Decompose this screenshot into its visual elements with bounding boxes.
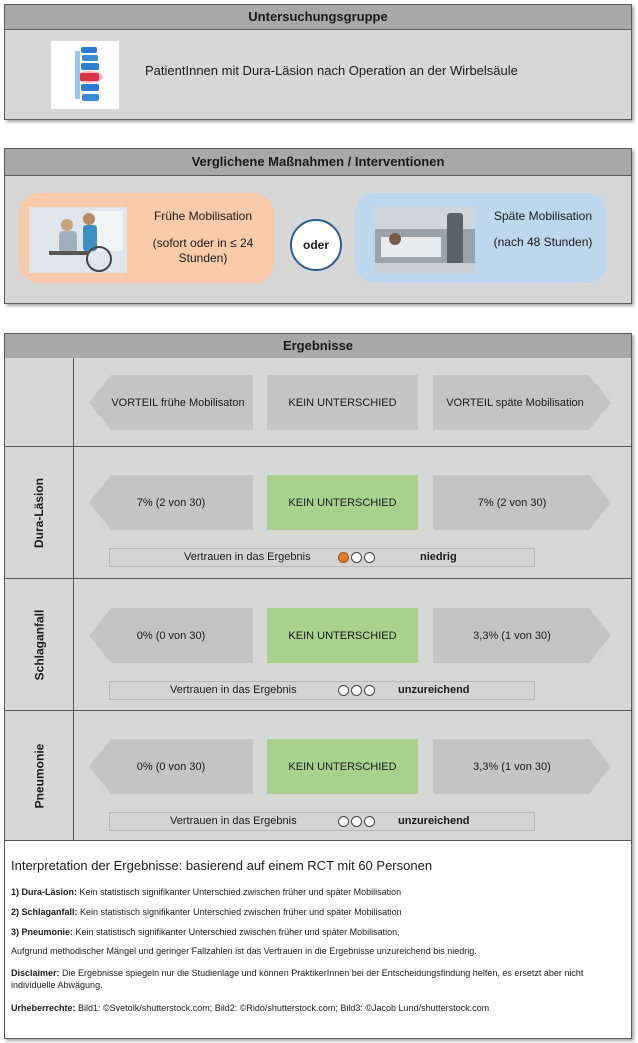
stroke-confidence-bar: Vertrauen in das Ergebnis unzureichend [109, 681, 535, 700]
results-section: Ergebnisse VORTEIL frühe Mobilisaton KEI… [4, 333, 632, 1039]
dura-early-text: 7% (2 von 30) [136, 496, 206, 509]
disclaimer-text: Die Ergebnisse spiegeln nur die Studienl… [11, 968, 584, 990]
interpretation-title: Interpretation der Ergebnisse: basierend… [11, 858, 433, 873]
dura-late-value: 7% (2 von 30) [433, 475, 611, 530]
copyright: Urheberrechte: Bild1: ©Svetolk/shutterst… [11, 1002, 623, 1014]
divider [5, 578, 631, 579]
stroke-late-text: 3,3% (1 von 30) [473, 629, 551, 642]
copyright-text: Bild1: ©Svetolk/shutterstock.com; Bild2:… [75, 1003, 490, 1013]
stroke-middle-text: KEIN UNTERSCHIED [288, 629, 397, 642]
interpretation-item-3: 3) Pneumonie: Kein statistisch signifika… [11, 926, 623, 938]
confidence-dot-empty-icon [351, 816, 362, 827]
column-header-late: VORTEIL späte Mobilisation [433, 375, 611, 430]
stroke-no-difference: KEIN UNTERSCHIED [267, 608, 418, 663]
pneumonia-confidence-bar: Vertrauen in das Ergebnis unzureichend [109, 812, 535, 831]
confidence-dot-empty-icon [338, 685, 349, 696]
or-connector: oder [290, 219, 342, 271]
row-label-dura: Dura-Läsion [5, 447, 73, 578]
interpretation-item-1: 1) Dura-Läsion: Kein statistisch signifi… [11, 886, 623, 898]
column-header-none: KEIN UNTERSCHIED [267, 375, 418, 430]
interpretation-note: Aufgrund methodischer Mängel und geringe… [11, 946, 477, 956]
confidence-dot-empty-icon [364, 552, 375, 563]
disclaimer: Disclaimer: Die Ergebnisse spiegeln nur … [11, 967, 623, 991]
pneumonia-no-difference: KEIN UNTERSCHIED [267, 739, 418, 794]
row-label-divider [73, 358, 74, 446]
late-mobilisation-image [375, 207, 475, 273]
item-1-text: Kein statistisch signifikanter Unterschi… [77, 887, 402, 897]
interventions-title: Verglichene Maßnahmen / Interventionen [191, 154, 445, 169]
late-mobilisation-card: Späte Mobilisation (nach 48 Stunden) [355, 193, 607, 283]
dura-confidence-level: niedrig [420, 551, 457, 563]
spine-image [51, 41, 119, 109]
results-title: Ergebnisse [282, 338, 354, 353]
row-label-dura-text: Dura-Läsion [32, 477, 47, 548]
early-mobilisation-card: Frühe Mobilisation (sofort oder in ≤ 24 … [19, 193, 274, 283]
study-group-header: Untersuchungsgruppe [5, 5, 631, 30]
study-group-title: Untersuchungsgruppe [248, 9, 388, 24]
pneumonia-late-text: 3,3% (1 von 30) [473, 760, 551, 773]
item-1-label: 1) Dura-Läsion: [11, 887, 78, 897]
item-3-text: Kein statistisch signifikanter Unterschi… [73, 927, 400, 937]
confidence-dot-empty-icon [351, 552, 362, 563]
pneumonia-middle-text: KEIN UNTERSCHIED [288, 760, 397, 773]
pneumonia-early-text: 0% (0 von 30) [136, 760, 206, 773]
stroke-confidence-level: unzureichend [398, 684, 470, 696]
early-mobilisation-line2: (sofort oder in ≤ 24 [152, 236, 254, 250]
dura-confidence-label: Vertrauen in das Ergebnis [184, 551, 311, 563]
or-label: oder [302, 238, 329, 252]
confidence-dot-empty-icon [364, 816, 375, 827]
row-label-pneumonia-text: Pneumonie [32, 743, 46, 808]
dura-no-difference: KEIN UNTERSCHIED [267, 475, 418, 530]
confidence-dot-filled-icon [338, 552, 349, 563]
stroke-confidence-label: Vertrauen in das Ergebnis [170, 684, 297, 696]
row-label-stroke: Schlaganfall [5, 579, 73, 710]
early-mobilisation-title: Frühe Mobilisation [153, 209, 253, 223]
interpretation-item-2: 2) Schlaganfall: Kein statistisch signif… [11, 906, 623, 918]
pneumonia-confidence-label: Vertrauen in das Ergebnis [170, 815, 297, 827]
interventions-header: Verglichene Maßnahmen / Interventionen [5, 149, 631, 176]
divider [5, 710, 631, 711]
divider [5, 840, 631, 841]
early-mobilisation-image [29, 207, 127, 273]
pneumonia-confidence-level: unzureichend [398, 815, 470, 827]
stroke-early-text: 0% (0 von 30) [136, 629, 206, 642]
column-header-early: VORTEIL frühe Mobilisaton [89, 375, 253, 430]
late-mobilisation-title: Späte Mobilisation [493, 209, 593, 223]
column-header-none-label: KEIN UNTERSCHIED [288, 396, 397, 409]
early-mobilisation-line3: Stunden) [178, 251, 228, 265]
dura-early-value: 7% (2 von 30) [89, 475, 253, 530]
dura-late-text: 7% (2 von 30) [477, 496, 547, 509]
item-2-text: Kein statistisch signifikanter Unterschi… [77, 907, 402, 917]
confidence-dot-empty-icon [364, 685, 375, 696]
row-label-pneumonia: Pneumonie [5, 711, 73, 840]
confidence-dot-empty-icon [351, 685, 362, 696]
study-group-description: PatientInnen mit Dura-Läsion nach Operat… [145, 63, 518, 78]
interventions-section: Verglichene Maßnahmen / Interventionen F… [4, 148, 632, 304]
dura-confidence-bar: Vertrauen in das Ergebnis niedrig [109, 548, 535, 567]
pneumonia-early-value: 0% (0 von 30) [89, 739, 253, 794]
late-mobilisation-line2: (nach 48 Stunden) [493, 235, 593, 249]
disclaimer-label: Disclaimer: [11, 968, 60, 978]
pneumonia-late-value: 3,3% (1 von 30) [433, 739, 611, 794]
stroke-early-value: 0% (0 von 30) [89, 608, 253, 663]
confidence-dot-empty-icon [338, 816, 349, 827]
stroke-late-value: 3,3% (1 von 30) [433, 608, 611, 663]
item-2-label: 2) Schlaganfall: [11, 907, 78, 917]
divider [5, 446, 631, 447]
row-label-stroke-text: Schlaganfall [32, 609, 46, 680]
study-group-section: Untersuchungsgruppe PatientInnen mit Dur… [4, 4, 632, 120]
dura-middle-text: KEIN UNTERSCHIED [288, 496, 397, 509]
column-header-early-label: VORTEIL frühe Mobilisaton [111, 396, 245, 409]
item-3-label: 3) Pneumonie: [11, 927, 74, 937]
copyright-label: Urheberrechte: [11, 1003, 76, 1013]
column-header-late-label: VORTEIL späte Mobilisation [446, 396, 584, 409]
results-header: Ergebnisse [5, 334, 631, 359]
row-label-divider [73, 447, 74, 840]
